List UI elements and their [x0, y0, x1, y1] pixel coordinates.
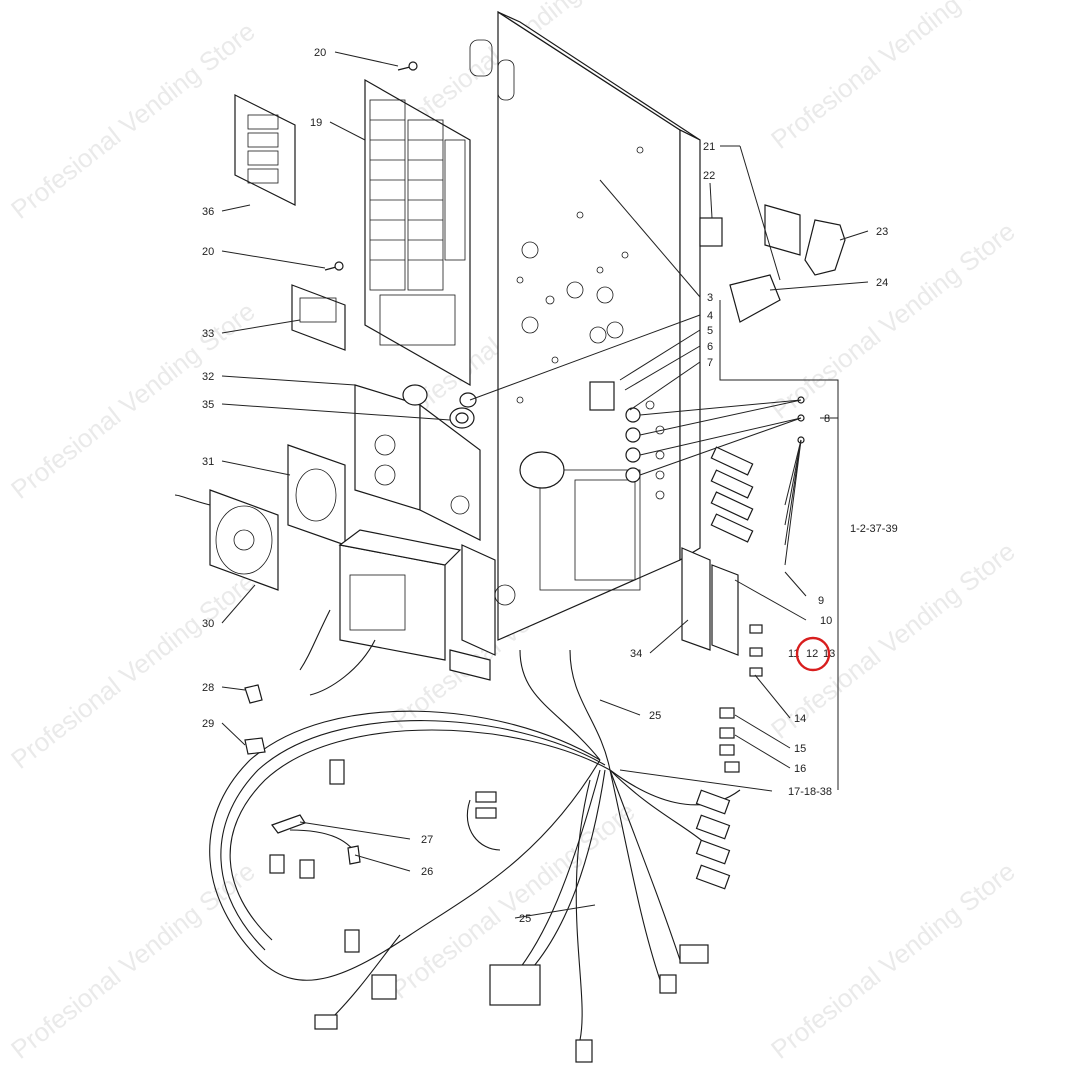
label-34: 34	[630, 648, 642, 660]
label-20: 20	[314, 47, 326, 59]
label-3: 3	[707, 292, 713, 304]
label-28: 28	[202, 682, 214, 694]
label-1-2-37-39: 1-2-37-39	[850, 523, 898, 535]
label-19: 19	[310, 117, 322, 129]
part-labels: 20 19 36 20 33 32 35 31 30 28 29 27 26 2…	[202, 47, 898, 925]
label-9: 9	[818, 595, 824, 607]
label-23: 23	[876, 226, 888, 238]
label-25: 25	[649, 710, 661, 722]
label-7: 7	[707, 357, 713, 369]
label-35: 35	[202, 399, 214, 411]
watermark: Profesional Vending Store	[765, 216, 1020, 425]
label-36: 36	[202, 206, 214, 218]
label-25: 25	[519, 913, 531, 925]
small-pcb	[234, 94, 296, 206]
label-17-18-38: 17-18-38	[788, 786, 832, 798]
label-29: 29	[202, 718, 214, 730]
label-8: 8	[824, 413, 830, 425]
label-32: 32	[202, 371, 214, 383]
switch-assembly	[699, 204, 846, 323]
mounting-plate	[469, 10, 701, 641]
watermark: Profesional Vending Store	[5, 566, 260, 775]
label-24: 24	[876, 277, 888, 289]
label-10: 10	[820, 615, 832, 627]
label-12: 12	[806, 648, 818, 660]
label-16: 16	[794, 763, 806, 775]
label-5: 5	[707, 325, 713, 337]
terminal-panel	[449, 544, 496, 681]
watermark: Profesional Vending Store	[5, 856, 260, 1065]
watermark: Profesional Vending Store	[5, 16, 260, 225]
label-33: 33	[202, 328, 214, 340]
fan-assembly	[174, 444, 346, 591]
label-6: 6	[707, 341, 713, 353]
label-11: 11	[788, 648, 799, 660]
label-4: 4	[707, 310, 713, 322]
terminal-blocks	[681, 547, 739, 656]
label-22: 22	[703, 170, 715, 182]
watermark: Profesional Vending Store	[765, 0, 1020, 155]
label-21: 21	[703, 141, 715, 153]
label-26: 26	[421, 866, 433, 878]
wiring-harness	[209, 649, 741, 1063]
bracket-assembly	[354, 384, 481, 541]
leader-lines	[221, 51, 869, 919]
grommet-group	[449, 392, 641, 483]
label-27: 27	[421, 834, 433, 846]
label-14: 14	[794, 713, 806, 725]
watermark: Profesional Vending Store	[765, 856, 1020, 1065]
watermark: Profesional Vending Store	[5, 296, 260, 505]
label-31: 31	[202, 456, 214, 468]
connector-module	[291, 284, 346, 351]
transformer	[299, 529, 462, 696]
label-15: 15	[794, 743, 806, 755]
relay-board	[364, 78, 471, 387]
clip-set	[749, 624, 763, 677]
highlight-circle	[795, 636, 831, 672]
connector-set	[639, 396, 805, 566]
screw-group	[324, 61, 418, 271]
label-30: 30	[202, 618, 214, 630]
label-20: 20	[202, 246, 214, 258]
